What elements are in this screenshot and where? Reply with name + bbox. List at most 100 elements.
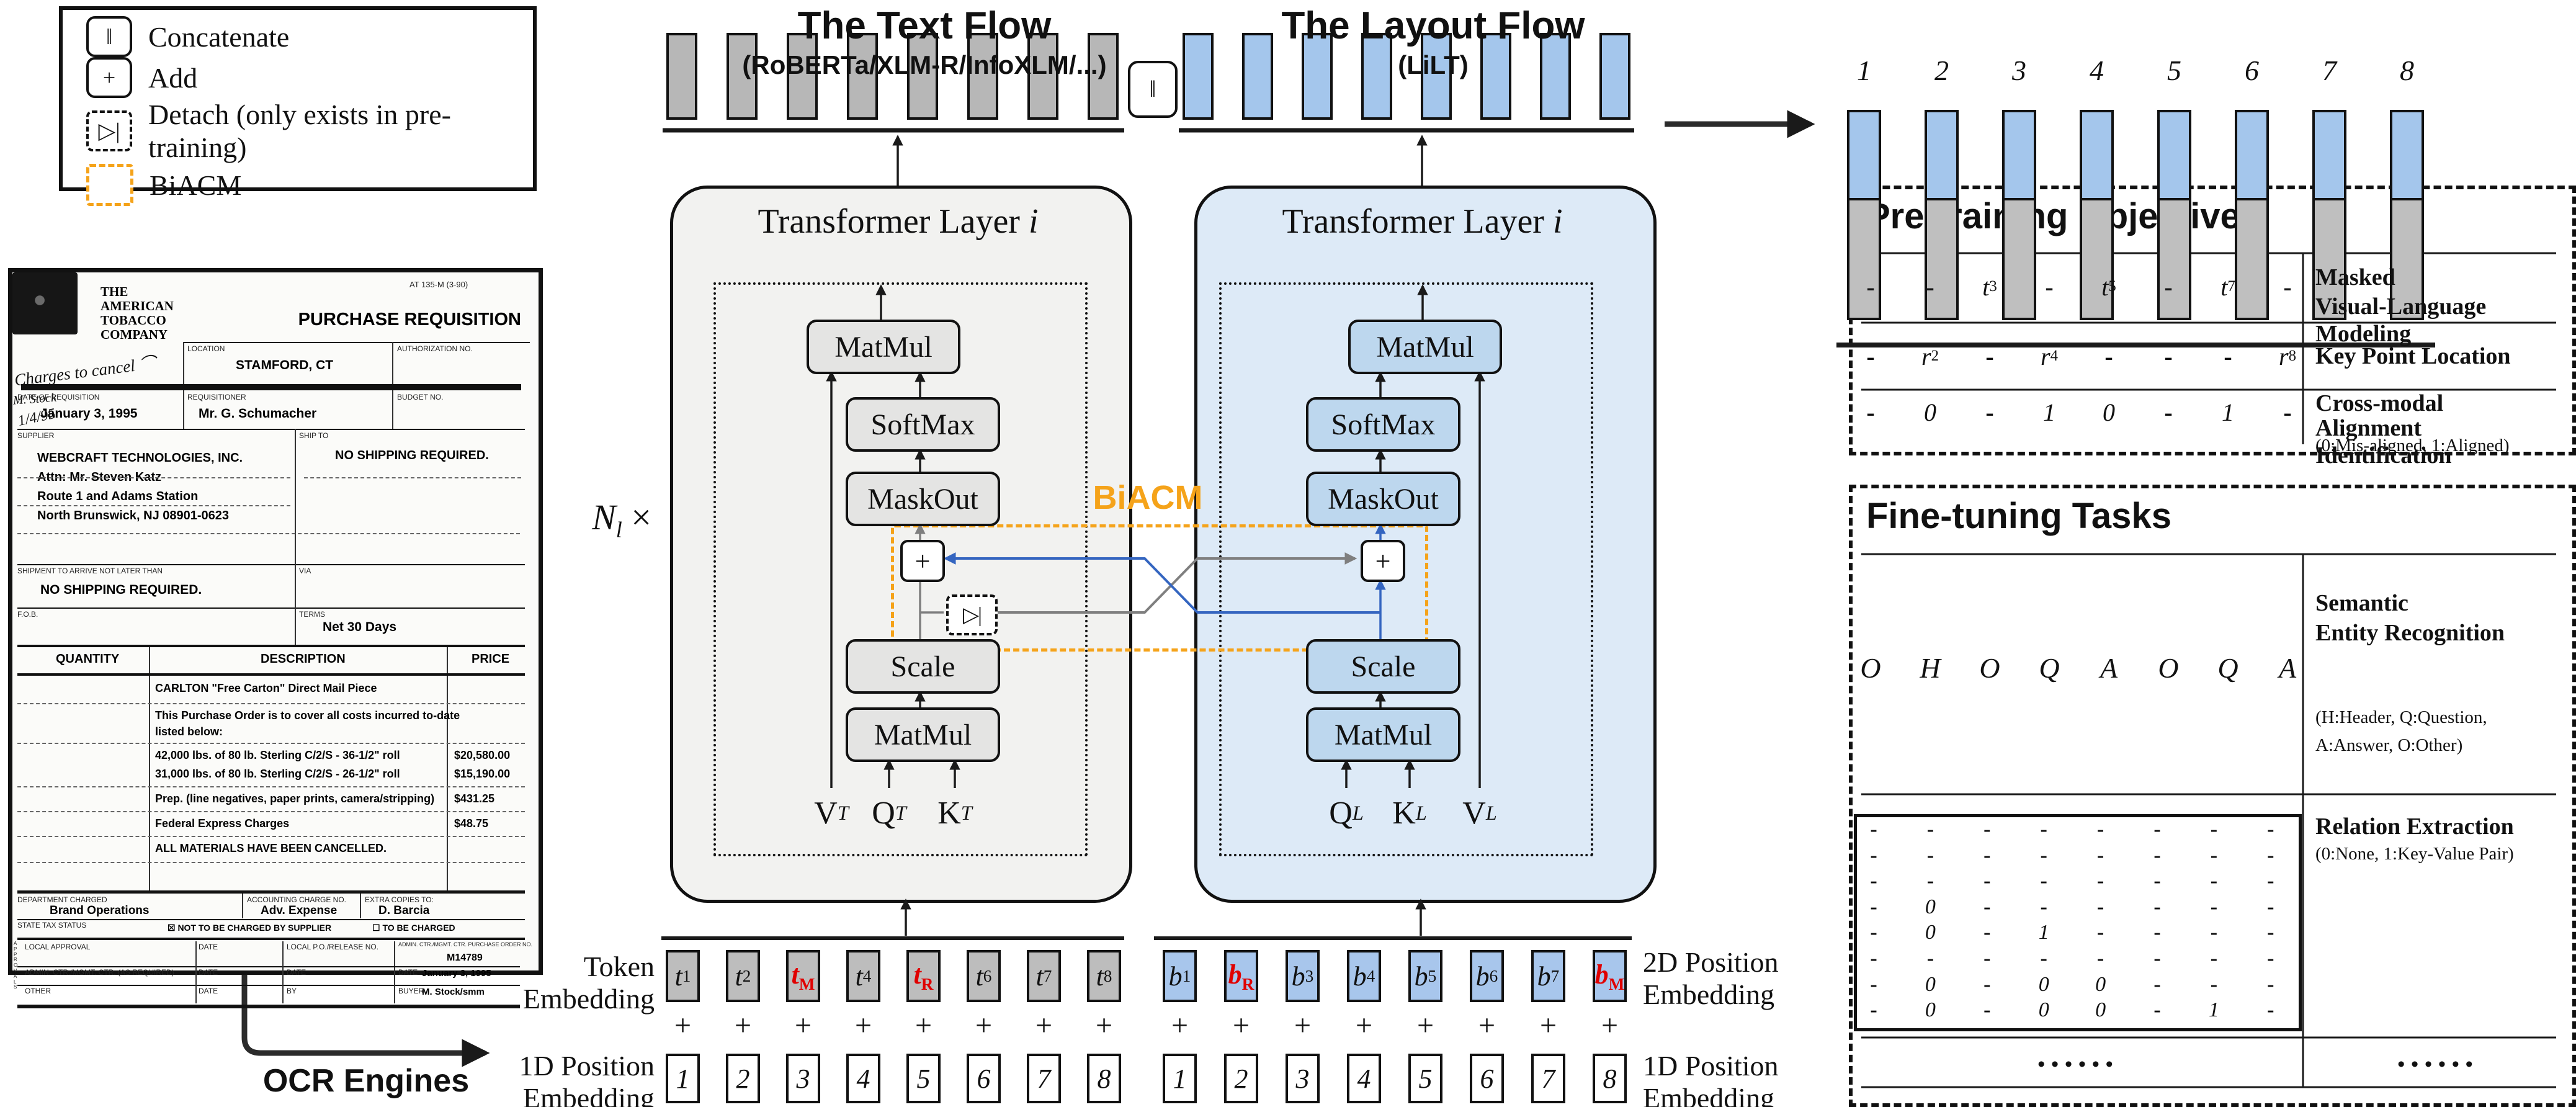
ser-tag: O [1979,652,2000,684]
re-matrix-cell: - [1870,818,1877,841]
legend-item-1: + Add [86,57,533,98]
text-output-bar [666,33,697,120]
doc-rule [195,966,197,985]
plus-sign: + [1601,1008,1619,1042]
doc-field-label: SHIPMENT TO ARRIVE NOT LATER THAN [17,567,163,575]
re-matrix-cell: - [2096,869,2104,893]
doc-rule [295,429,296,564]
re-matrix-cell: - [2040,947,2047,970]
finetune-dots-right: •••••• [2397,1053,2479,1076]
fused-bar-text-part [2312,198,2346,320]
plus-sign: + [734,1008,752,1042]
doc-item-description: CARLTON "Free Carton" Direct Mail Piece [155,682,377,694]
fused-bar-layout-part [2002,110,2036,200]
doc-rule [17,673,525,676]
re-matrix-cell: - [2153,998,2161,1022]
doc-field-value: Brand Operations [50,904,150,917]
doc-field-label: DATE [199,943,218,951]
re-matrix-cell: - [1870,895,1877,918]
layout-flow-title: The Layout Flow [1281,4,1585,47]
doc-dashed-rule [17,533,520,534]
re-matrix-cell: - [2153,869,2161,893]
doc-field-label: SUPPLIER [17,431,55,440]
text-scale: Scale [846,639,1000,694]
finetuning-panel [1849,485,2576,1107]
layout-add-node: + [1361,540,1405,582]
layout-scale: Scale [1306,639,1460,694]
doc-dashed-rule [17,477,290,478]
pretrain-row-label: Alignment Identification [2315,415,2452,468]
fused-bar-text-part [1847,198,1881,320]
doc-rule [295,564,296,607]
re-matrix-cell: - [2040,818,2047,841]
re-matrix-cell: 0 [1925,895,1936,918]
pretrain-value: - [2045,272,2054,301]
ser-tag: H [1920,652,1941,684]
doc-col-description: DESCRIPTION [261,652,346,666]
pos1d-box: 5 [906,1054,941,1103]
re-matrix-cell: - [2267,921,2274,944]
doc-item-description: listed below: [155,725,223,738]
doc-item-description: 42,000 lbs. of 80 lb. Sterling C/2/S - 3… [155,749,400,761]
re-matrix-cell: - [2040,895,2047,918]
plus-sign: + [1095,1008,1113,1042]
legend-item-label: BiACM [150,169,242,201]
re-matrix-cell: - [2267,947,2274,970]
re-matrix-cell: - [1983,947,1991,970]
text-output-bar [787,33,818,120]
fused-bar-number: 2 [1934,54,1949,86]
pretrain-value: - [2283,272,2292,301]
re-label: Relation Extraction [2315,813,2514,840]
doc-field-label: ADMIN. CTR./MGMT. CTR. PURCHASE ORDER NO… [398,941,533,948]
ser-tag: Q [2039,652,2060,684]
ser-tag: O [1860,652,1881,684]
pos1d-box: 3 [786,1054,820,1103]
doc-rule [183,342,184,384]
fused-bar-number: 4 [2090,54,2104,86]
pretrain-value: - [1866,398,1875,426]
add-icon: + [86,57,132,98]
fused-bar-text-part [2235,198,2269,320]
doc-field-value: ☒ NOT TO BE CHARGED BY SUPPLIER [168,923,332,933]
layout-output-bar [1242,33,1273,120]
doc-field-label: DATE [398,968,418,977]
pos1d-box: 2 [1224,1054,1258,1103]
doc-field-label: F.O.B. [17,610,38,619]
text-output-bar [967,33,998,120]
doc-item-price: $15,190.00 [454,768,511,780]
re-matrix-cell: 0 [2038,972,2049,996]
re-matrix-cell: 1 [2208,998,2219,1022]
doc-dashed-rule [17,862,525,863]
legend-item-label: Add [148,61,198,94]
re-matrix-cell: - [2153,843,2161,867]
doc-field-label: EXTRA COPIES TO: [365,895,434,904]
layout-output-bar [1183,33,1214,120]
doc-rule [17,938,525,940]
doc-rule [242,894,243,918]
re-matrix-cell: - [2096,947,2104,970]
fused-bar-layout-part [1925,110,1959,200]
doc-rule [17,607,525,609]
pos2d-embedding-box: bR [1224,950,1258,1002]
doc-field-label: ADMIN. CTR./MGMT. CTR. (AS REQUIRED) [25,968,174,977]
re-matrix-cell: - [2267,843,2274,867]
plus-sign: + [1232,1008,1250,1042]
text-output-bar [907,33,938,120]
pretrain-row-label: Visual-Language Modeling [2315,294,2487,347]
fused-bar-number: 1 [1857,54,1871,86]
pos1d-box: 2 [726,1054,760,1103]
legend-item-3: BiACM [86,164,533,206]
doc-col-price: PRICE [472,652,510,666]
fused-bar-text-part [2390,198,2424,320]
legend-item-0: ‖Concatenate [86,16,533,57]
ser-tag: A [2100,652,2118,684]
doc-field-value: M14789 [447,952,483,963]
